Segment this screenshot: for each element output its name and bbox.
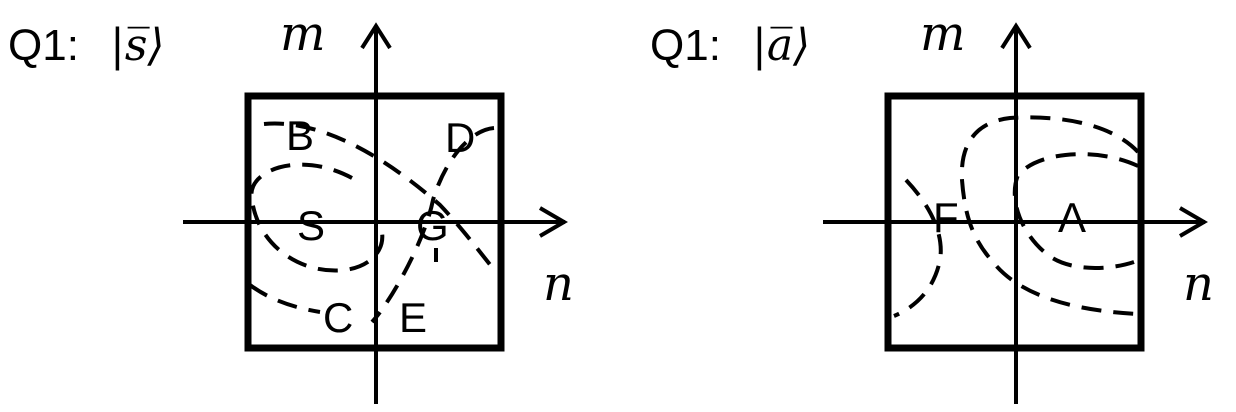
n-axis-arrowhead — [538, 206, 568, 238]
node-curve-d-to-c — [370, 126, 495, 324]
panel-title-prefix: Q1: — [8, 21, 79, 70]
m-axis-label: m — [280, 6, 326, 62]
region-label-b: B — [286, 112, 314, 159]
panel-symmetric: Q1: |s̅⟩ m n B D S G C E — [8, 6, 574, 404]
m-axis-label: m — [920, 6, 966, 62]
node-loop-a — [1012, 152, 1139, 270]
region-label-f: F — [933, 194, 959, 241]
node-curve-f — [893, 178, 943, 318]
m-axis-arrowhead — [1000, 22, 1032, 50]
region-label-a: A — [1058, 194, 1086, 241]
region-label-s: S — [297, 202, 325, 249]
region-label-e: E — [399, 294, 427, 341]
panel-antisymmetric: Q1: |a̅⟩ m n F A — [650, 6, 1214, 404]
node-loop-s — [249, 162, 385, 273]
panel-title-state: |a̅⟩ — [752, 20, 810, 71]
n-axis-arrowhead — [1178, 206, 1208, 238]
m-axis-arrowhead — [360, 22, 392, 50]
n-axis-label: n — [1183, 256, 1214, 312]
panel-title-state: |s̅⟩ — [110, 20, 165, 71]
region-label-d: D — [445, 114, 475, 161]
node-curve-b-to-e — [263, 121, 498, 274]
region-label-c: C — [323, 294, 353, 341]
node-curve-outer-arc — [959, 115, 1140, 316]
panel-title-prefix: Q1: — [650, 21, 721, 70]
node-curve-lower-left — [248, 283, 321, 314]
n-axis-label: n — [543, 256, 574, 312]
region-label-g: G — [416, 202, 449, 249]
